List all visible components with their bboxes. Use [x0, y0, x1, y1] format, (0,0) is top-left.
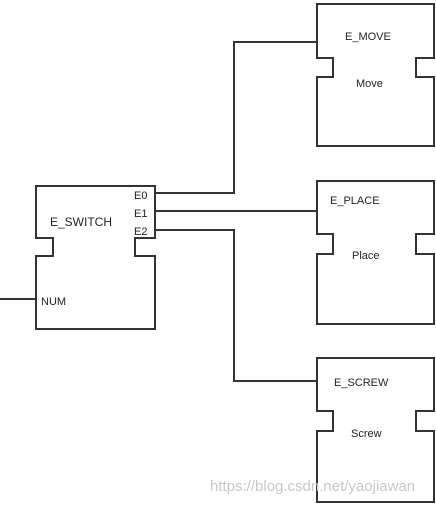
screw-block-event: E_SCREW — [334, 377, 389, 389]
wire-e0-to-move — [155, 41, 317, 194]
switch-output-e2: E2 — [134, 226, 147, 238]
switch-output-e1: E1 — [134, 208, 147, 220]
switch-block[interactable]: E_SWITCH E0 E1 E2 NUM — [35, 185, 156, 330]
screw-block-outline — [316, 357, 435, 503]
watermark-text: https://blog.csdn.net/yaojiawan — [210, 478, 415, 495]
wire-e2-to-screw — [155, 229, 317, 382]
screw-block-name: Screw — [351, 428, 382, 440]
move-block-name: Move — [356, 78, 383, 90]
switch-input-num: NUM — [41, 296, 66, 308]
place-block-outline — [316, 180, 435, 325]
switch-block-name: E_SWITCH — [50, 215, 112, 229]
move-block[interactable]: E_MOVE Move — [316, 3, 435, 147]
place-block-name: Place — [352, 250, 380, 262]
switch-block-outline — [35, 185, 156, 330]
move-block-outline — [316, 3, 435, 147]
switch-output-e0: E0 — [134, 190, 147, 202]
place-block[interactable]: E_PLACE Place — [316, 180, 435, 325]
place-block-event: E_PLACE — [330, 195, 380, 207]
screw-block[interactable]: E_SCREW Screw — [316, 357, 435, 503]
move-block-event: E_MOVE — [345, 31, 391, 43]
